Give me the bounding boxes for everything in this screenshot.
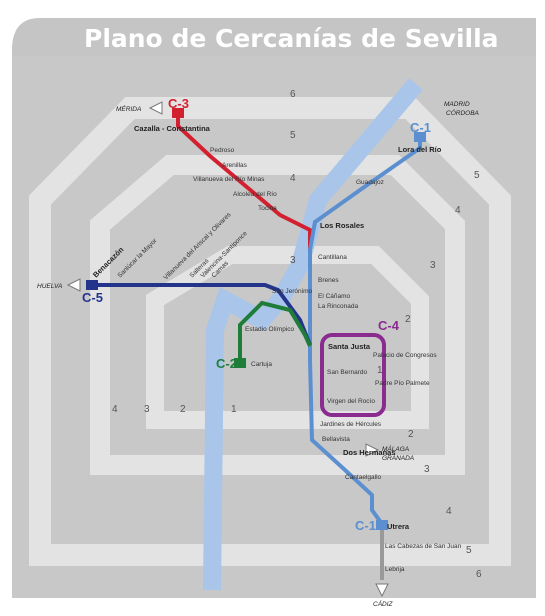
zone-label: 1 xyxy=(231,404,237,415)
station-label: Cantaelgallo xyxy=(345,474,382,481)
station-label: San Bernardo xyxy=(327,369,367,376)
dest-huelva: HUELVA xyxy=(37,283,62,290)
zone-label: 4 xyxy=(446,506,452,517)
zone-band-5 xyxy=(29,97,511,566)
station-label: Alcolea del Río xyxy=(233,191,277,198)
c2-terminal xyxy=(234,358,246,368)
title-band xyxy=(12,18,536,56)
zone-label: 2 xyxy=(408,429,414,440)
zone-band-1 xyxy=(146,246,429,429)
station-label: Brenes xyxy=(318,277,339,284)
arrow-left-icon xyxy=(148,101,163,115)
arrow-left-icon xyxy=(66,278,81,292)
zone-label: 2 xyxy=(180,404,186,415)
station-label: Estadio Olímpico xyxy=(245,326,295,333)
zone-label: 1 xyxy=(377,365,383,376)
line-c1-south-label: C-1 xyxy=(355,518,376,533)
station-label: Utrera xyxy=(387,522,410,531)
river-guadalquivir xyxy=(203,78,423,591)
station-label: La Rinconada xyxy=(318,303,358,310)
zone-label: 5 xyxy=(290,130,296,141)
zone-label: 4 xyxy=(112,404,118,415)
station-label: Lora del Río xyxy=(398,145,442,154)
station-label: Cantillana xyxy=(318,254,347,261)
line-c4-label: C-4 xyxy=(378,318,400,333)
arrow-down-icon xyxy=(375,583,389,598)
zone-label: 4 xyxy=(290,173,296,184)
station-label: Villanueva del Río Minas xyxy=(193,176,265,183)
c1-south-terminal xyxy=(376,520,388,530)
station-label: Lebrija xyxy=(385,566,405,573)
station-label: Cazalla - Constantina xyxy=(134,124,211,133)
line-c2-label: C-2 xyxy=(216,356,237,371)
zone-label: 3 xyxy=(290,255,296,266)
line-c1-label: C-1 xyxy=(410,120,431,135)
station-label: Las Cabezas de San Juan xyxy=(385,543,462,550)
station-label: Arenillas xyxy=(222,162,248,169)
dest-cordoba: CÓRDOBA xyxy=(446,108,479,117)
station-label: Padre Pío Palmete xyxy=(375,380,430,387)
dest-cadiz: CÁDIZ xyxy=(373,599,394,608)
station-label: Palacio de Congresos xyxy=(373,352,437,359)
station-label: San Jerónimo xyxy=(272,288,312,295)
station-label: Pedroso xyxy=(210,147,235,154)
c5-terminal xyxy=(86,280,98,290)
station-label: Jardines de Hércules xyxy=(320,421,382,428)
zone-label: 5 xyxy=(466,545,472,556)
line-c5-label: C-5 xyxy=(82,290,103,305)
line-c1-track xyxy=(308,138,422,526)
zone-label: 3 xyxy=(144,404,150,415)
station-label: Los Rosales xyxy=(320,221,364,230)
line-c2-track xyxy=(238,300,312,360)
zone-label: 3 xyxy=(430,260,436,271)
station-label: Dos Hermanas xyxy=(343,448,396,457)
map-title: Plano de Cercanías de Sevilla xyxy=(84,24,499,53)
c3-terminal xyxy=(172,108,184,118)
station-label: Guadajoz xyxy=(356,179,384,186)
station-label: Bellavista xyxy=(322,436,350,443)
c1-terminal xyxy=(414,132,426,142)
zone-label: 6 xyxy=(290,89,296,100)
zone-label: 4 xyxy=(455,205,461,216)
line-c4-loop xyxy=(320,333,386,417)
zone-label: 5 xyxy=(474,170,480,181)
line-c5-track xyxy=(92,283,312,346)
station-label: Virgen del Rocío xyxy=(327,398,375,405)
station-label: Tocina xyxy=(258,205,277,212)
arrow-right-icon xyxy=(365,443,380,457)
line-c3-label: C-3 xyxy=(168,96,189,111)
zone-label: 6 xyxy=(476,569,482,580)
dest-madrid: MADRID xyxy=(444,101,470,108)
station-label: Santa Justa xyxy=(328,342,371,351)
station-label: El Cáñamo xyxy=(318,293,351,300)
zone-label: 3 xyxy=(424,464,430,475)
dest-malaga: MÁLAGA xyxy=(382,444,409,453)
dest-granada: GRANADA xyxy=(382,455,414,462)
station-label: Cartuja xyxy=(251,361,272,368)
zone-label: 2 xyxy=(405,314,411,325)
dest-merida: MÉRIDA xyxy=(116,104,141,113)
